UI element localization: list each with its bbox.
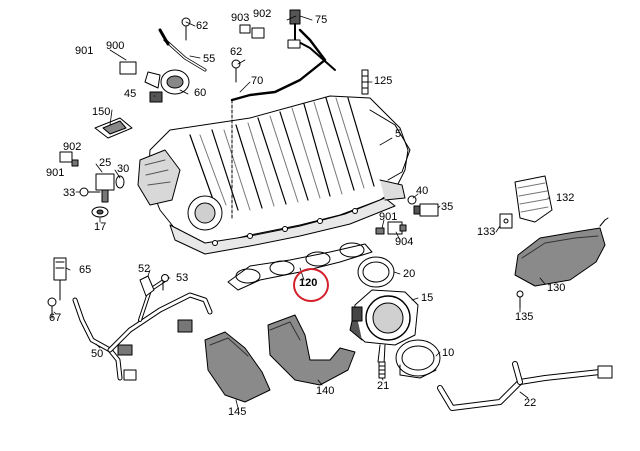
sensor-65 — [53, 257, 67, 301]
o-ring-30 — [115, 175, 125, 189]
callout-902-top[interactable]: 902 — [253, 8, 272, 20]
callout-150[interactable]: 150 — [92, 106, 111, 118]
callout-62-mid[interactable]: 62 — [230, 46, 243, 58]
callout-133[interactable]: 133 — [477, 226, 496, 238]
callout-45[interactable]: 45 — [124, 88, 137, 100]
callout-35[interactable]: 35 — [441, 201, 454, 213]
callout-50[interactable]: 50 — [91, 348, 104, 360]
heat-shield-132 — [514, 175, 553, 223]
callout-904[interactable]: 904 — [395, 236, 414, 248]
valve-45 — [149, 91, 163, 103]
screw-67 — [47, 297, 57, 319]
callout-40[interactable]: 40 — [416, 185, 429, 197]
connector-904 — [387, 221, 407, 235]
gasket-150 — [94, 117, 133, 139]
callout-30[interactable]: 30 — [117, 163, 130, 175]
callout-132[interactable]: 132 — [556, 192, 575, 204]
callout-52[interactable]: 52 — [138, 263, 151, 275]
o-ring-40 — [407, 195, 417, 205]
sensor-75 — [287, 9, 336, 71]
callout-17[interactable]: 17 — [94, 221, 107, 233]
callout-55[interactable]: 55 — [203, 53, 216, 65]
seal-ring-10 — [395, 339, 441, 379]
callout-145[interactable]: 145 — [228, 406, 247, 418]
bracket-52 — [139, 275, 155, 297]
cover-140 — [267, 314, 356, 386]
callout-53[interactable]: 53 — [176, 272, 189, 284]
connector-903 — [239, 24, 251, 34]
connector-901-left — [71, 159, 79, 167]
callout-120[interactable]: 120 — [299, 277, 318, 289]
callout-140[interactable]: 140 — [316, 385, 335, 397]
callout-903[interactable]: 903 — [231, 12, 250, 24]
cover-145 — [204, 331, 271, 403]
wiring-harness-50 — [72, 278, 213, 381]
callout-70[interactable]: 70 — [251, 75, 264, 87]
callout-62-top[interactable]: 62 — [196, 20, 209, 32]
sensor-25 — [95, 173, 115, 203]
line-55 — [158, 28, 207, 72]
callout-902-left[interactable]: 902 — [63, 141, 82, 153]
highlight-ring — [293, 268, 329, 302]
callout-135[interactable]: 135 — [515, 311, 534, 323]
connector-902-left — [59, 151, 73, 163]
connector-901-right — [375, 227, 385, 235]
callout-21[interactable]: 21 — [377, 380, 390, 392]
callout-900[interactable]: 900 — [106, 40, 125, 52]
callout-5[interactable]: 5 — [395, 128, 402, 140]
line-70 — [230, 28, 327, 221]
callout-60[interactable]: 60 — [194, 87, 207, 99]
callout-33[interactable]: 33 — [63, 187, 76, 199]
engine-cover-130 — [514, 217, 609, 287]
callout-20[interactable]: 20 — [403, 268, 416, 280]
callout-125[interactable]: 125 — [374, 75, 393, 87]
callout-67[interactable]: 67 — [49, 312, 62, 324]
callout-10[interactable]: 10 — [442, 347, 455, 359]
intake-manifold — [137, 95, 411, 255]
gasket-20 — [357, 256, 395, 288]
callout-15[interactable]: 15 — [421, 292, 434, 304]
callout-65[interactable]: 65 — [79, 264, 92, 276]
screw-53 — [161, 274, 169, 291]
callout-901-left2[interactable]: 901 — [46, 167, 65, 179]
vacuum-unit-60 — [144, 69, 190, 95]
screw-62-mid — [231, 59, 241, 83]
callout-901-left[interactable]: 901 — [75, 45, 94, 57]
screw-21 — [378, 361, 386, 379]
clip-133 — [499, 213, 513, 229]
connector-900 — [119, 61, 137, 75]
gasket-set-120 — [227, 242, 373, 291]
callout-901-right[interactable]: 901 — [379, 211, 398, 223]
connector-902-top — [251, 27, 265, 39]
throttle-body-15 — [349, 289, 419, 365]
callout-130[interactable]: 130 — [547, 282, 566, 294]
callout-22[interactable]: 22 — [524, 397, 537, 409]
callout-75[interactable]: 75 — [315, 14, 328, 26]
screw-135 — [516, 290, 524, 309]
hose-22 — [437, 361, 613, 411]
sensor-35 — [413, 203, 439, 217]
washer-17 — [91, 206, 109, 218]
screw-62-top — [181, 17, 191, 41]
callout-25[interactable]: 25 — [99, 157, 112, 169]
